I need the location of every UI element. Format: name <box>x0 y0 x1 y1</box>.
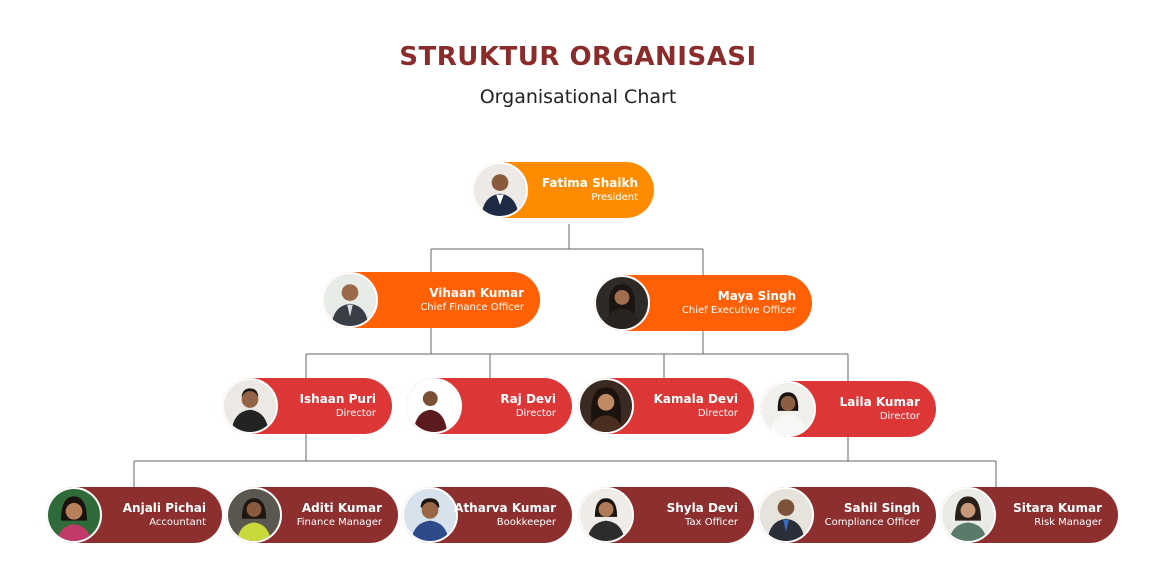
node-ishaan-puri[interactable]: Ishaan Puri Director <box>222 378 392 434</box>
node-role: Compliance Officer <box>824 517 920 528</box>
person-photo-icon <box>404 489 456 541</box>
node-name: Shyla Devi <box>666 501 738 515</box>
node-laila-kumar[interactable]: Laila Kumar Director <box>760 381 936 437</box>
avatar <box>222 378 278 434</box>
person-photo-icon <box>48 489 100 541</box>
avatar <box>578 378 634 434</box>
avatar <box>758 487 814 543</box>
node-role: Director <box>515 408 556 419</box>
avatar <box>226 487 282 543</box>
node-name: Maya Singh <box>717 289 796 303</box>
node-role: Director <box>335 408 376 419</box>
person-photo-icon <box>596 277 648 329</box>
person-photo-icon <box>474 164 526 216</box>
node-name: Vihaan Kumar <box>429 286 524 300</box>
node-anjali-pichai[interactable]: Anjali Pichai Accountant <box>46 487 222 543</box>
person-photo-icon <box>324 274 376 326</box>
avatar <box>406 378 462 434</box>
node-kamala-devi[interactable]: Kamala Devi Director <box>578 378 754 434</box>
person-photo-icon <box>228 489 280 541</box>
avatar <box>594 275 650 331</box>
person-photo-icon <box>942 489 994 541</box>
person-photo-icon <box>760 489 812 541</box>
person-photo-icon <box>762 383 814 435</box>
node-role: Bookkeeper <box>496 517 556 528</box>
node-name: Raj Devi <box>500 392 556 406</box>
node-role: Finance Manager <box>296 517 382 528</box>
avatar <box>940 487 996 543</box>
avatar <box>578 487 634 543</box>
avatar <box>472 162 528 218</box>
node-raj-devi[interactable]: Raj Devi Director <box>406 378 572 434</box>
node-sitara-kumar[interactable]: Sitara Kumar Risk Manager <box>940 487 1118 543</box>
avatar <box>46 487 102 543</box>
node-atharva-kumar[interactable]: Atharva Kumar Bookkeeper <box>402 487 572 543</box>
node-name: Sitara Kumar <box>1013 501 1102 515</box>
node-shyla-devi[interactable]: Shyla Devi Tax Officer <box>578 487 754 543</box>
node-role: Accountant <box>149 517 206 528</box>
person-photo-icon <box>224 380 276 432</box>
person-photo-icon <box>580 380 632 432</box>
node-role: Risk Manager <box>1034 517 1102 528</box>
node-aditi-kumar[interactable]: Aditi Kumar Finance Manager <box>226 487 398 543</box>
person-photo-icon <box>580 489 632 541</box>
node-role: Chief Finance Officer <box>420 302 524 313</box>
avatar <box>402 487 458 543</box>
page-subtitle: Organisational Chart <box>479 86 677 108</box>
node-name: Aditi Kumar <box>301 501 382 515</box>
node-name: Anjali Pichai <box>122 501 206 515</box>
node-role: President <box>591 192 638 203</box>
node-role: Director <box>697 408 738 419</box>
avatar <box>322 272 378 328</box>
node-maya-singh[interactable]: Maya Singh Chief Executive Officer <box>594 275 812 331</box>
node-name: Laila Kumar <box>839 395 920 409</box>
page-title: STRUKTUR ORGANISASI <box>399 42 757 72</box>
person-photo-icon <box>408 380 460 432</box>
node-fatima-shaikh[interactable]: Fatima Shaikh President <box>472 162 654 218</box>
node-role: Chief Executive Officer <box>681 305 796 316</box>
node-role: Tax Officer <box>685 517 738 528</box>
avatar <box>760 381 816 437</box>
node-role: Director <box>879 411 920 422</box>
node-name: Ishaan Puri <box>299 392 376 406</box>
node-name: Kamala Devi <box>653 392 738 406</box>
node-sahil-singh[interactable]: Sahil Singh Compliance Officer <box>758 487 936 543</box>
node-name: Atharva Kumar <box>454 501 556 515</box>
node-name: Sahil Singh <box>843 501 920 515</box>
node-vihaan-kumar[interactable]: Vihaan Kumar Chief Finance Officer <box>322 272 540 328</box>
node-name: Fatima Shaikh <box>541 176 638 190</box>
connector-group <box>133 224 997 487</box>
